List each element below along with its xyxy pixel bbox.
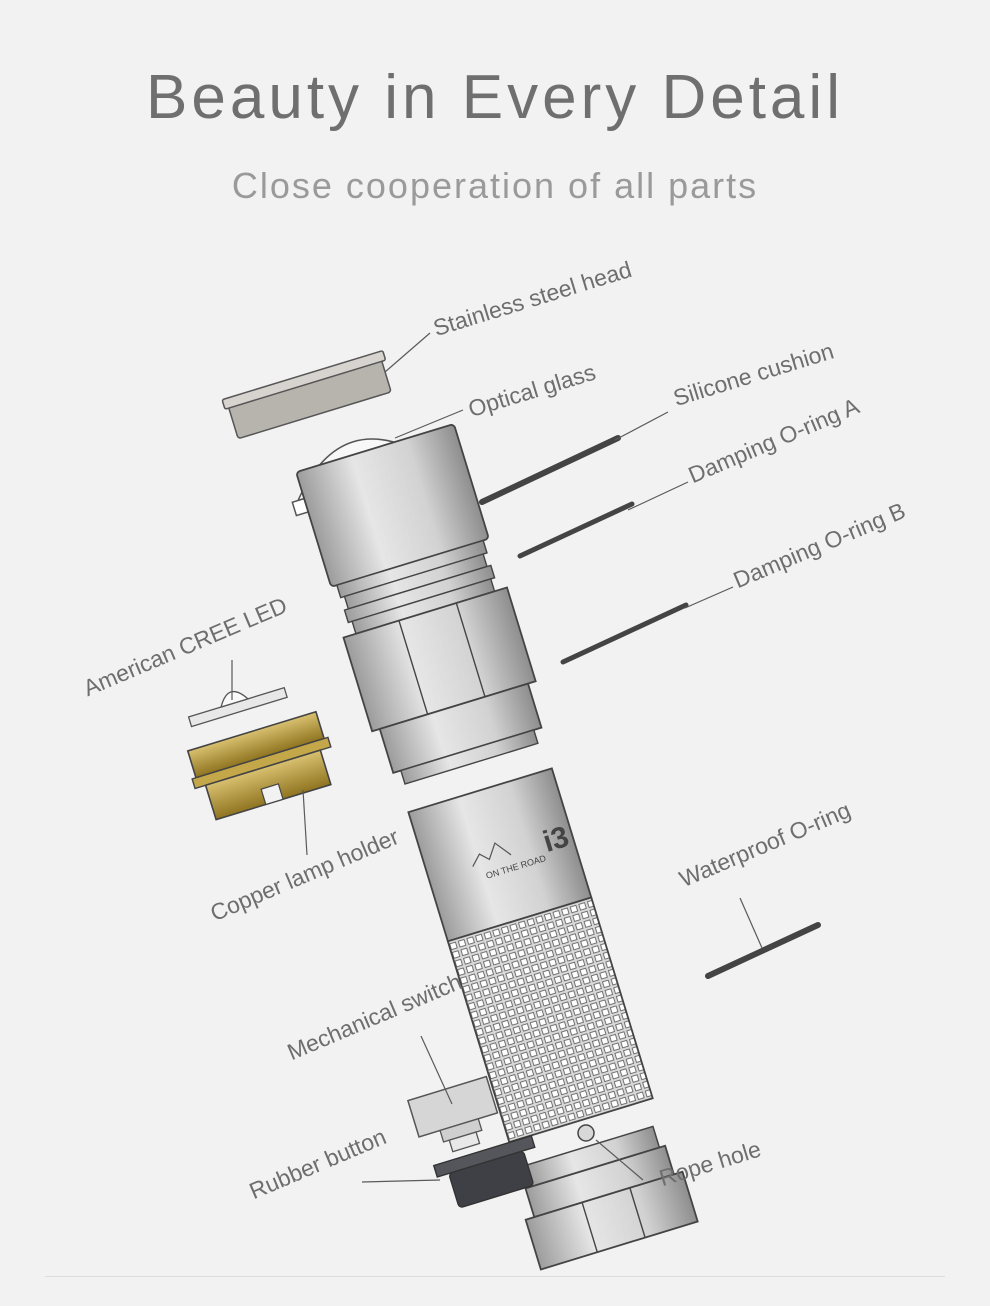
damping-o-ring-a [517,501,635,559]
rubber-button [432,1134,536,1208]
silicone-cushion [479,435,621,505]
mechanical-switch [406,1075,499,1153]
flashlight-body [296,424,699,1271]
page-subtitle: Close cooperation of all parts [231,165,759,206]
copper-lamp-holder [186,710,332,821]
leader-lines [231,332,763,1183]
damping-o-ring-b [560,602,689,665]
page-title: Beauty in Every Detail [146,63,844,132]
rope-hole [577,1124,595,1142]
cree-led [187,686,288,728]
stainless-steel-head [221,350,392,439]
waterproof-o-ring [705,922,821,979]
bottom-divider [45,1276,945,1277]
